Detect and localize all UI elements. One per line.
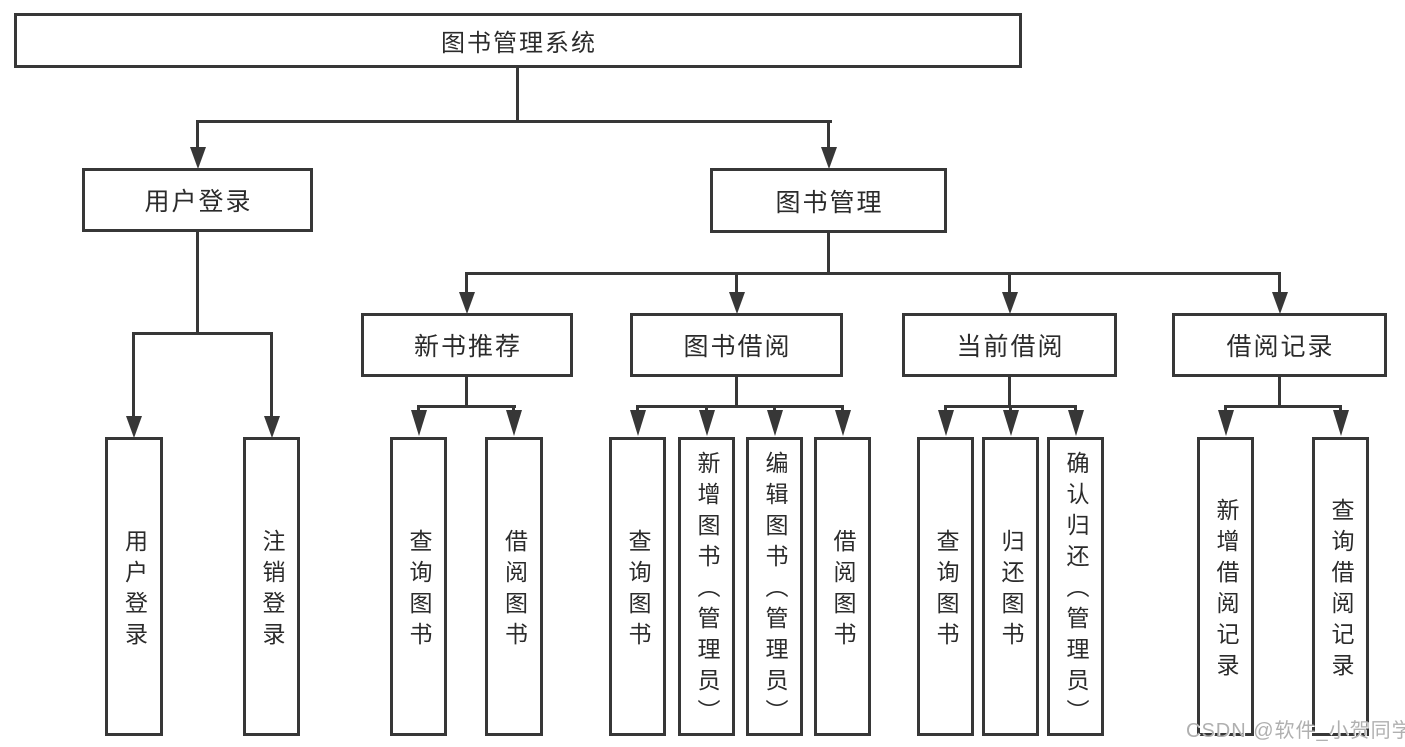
connector-line [827, 233, 830, 275]
arrowhead-down-icon [1003, 410, 1019, 436]
node-label: 图书借阅 [683, 333, 792, 361]
node-label: 查询图书 [625, 528, 651, 653]
connector-line [466, 272, 1280, 275]
node-label: 查询图书 [933, 528, 959, 653]
node-label: 图书管理 [775, 188, 884, 217]
leaf-query-books-borrowing: 查询图书 [609, 437, 666, 736]
node-label: 借阅图书 [830, 528, 856, 653]
node-label: 借阅图书 [501, 528, 528, 653]
arrowhead-down-icon [190, 147, 206, 169]
leaf-edit-book-admin: 编辑图书（管理员） [746, 437, 803, 736]
connector-line [132, 332, 273, 335]
node-label: 新书推荐 [413, 333, 522, 361]
connector-line [196, 120, 199, 150]
node-book-management: 图书管理 [710, 168, 947, 233]
leaf-logout: 注销登录 [243, 437, 300, 736]
connector-line [196, 232, 199, 334]
leaf-borrow-books-borrowing: 借阅图书 [814, 437, 871, 736]
node-label: 查询图书 [406, 528, 432, 653]
arrowhead-down-icon [821, 147, 837, 169]
node-label: 确认归还（管理员） [1063, 451, 1089, 730]
connector-line [636, 405, 844, 408]
node-book-borrowing: 图书借阅 [630, 313, 843, 377]
connector-line [1008, 272, 1011, 294]
node-label: 借阅记录 [1226, 333, 1335, 361]
node-label: 新增图书（管理员） [694, 451, 720, 730]
connector-line [465, 272, 468, 294]
arrowhead-down-icon [1272, 292, 1288, 314]
connector-line [1224, 405, 1342, 408]
leaf-confirm-return-admin: 确认归还（管理员） [1047, 437, 1104, 736]
arrowhead-down-icon [767, 410, 783, 436]
arrowhead-down-icon [264, 416, 280, 438]
arrowhead-down-icon [729, 292, 745, 314]
leaf-query-borrow-record: 查询借阅记录 [1312, 437, 1369, 736]
node-user-login: 用户登录 [82, 168, 313, 232]
leaf-add-borrow-record: 新增借阅记录 [1197, 437, 1254, 736]
connector-line [417, 405, 516, 408]
connector-line [516, 68, 519, 123]
node-current-borrowing: 当前借阅 [902, 313, 1117, 377]
connector-line [270, 332, 273, 416]
leaf-add-book-admin: 新增图书（管理员） [678, 437, 735, 736]
leaf-query-books-current: 查询图书 [917, 437, 974, 736]
leaf-user-login: 用户登录 [105, 437, 163, 736]
arrowhead-down-icon [630, 410, 646, 436]
node-label: 用户登录 [121, 528, 148, 653]
node-label: 编辑图书（管理员） [762, 451, 788, 730]
connector-line [196, 120, 832, 123]
connector-line [132, 332, 135, 416]
arrowhead-down-icon [699, 410, 715, 436]
arrowhead-down-icon [1218, 410, 1234, 436]
connector-line [735, 272, 738, 294]
node-library-management-system: 图书管理系统 [14, 13, 1022, 68]
connector-line [827, 120, 830, 150]
leaf-borrow-books-recommend: 借阅图书 [485, 437, 543, 736]
leaf-return-book: 归还图书 [982, 437, 1039, 736]
connector-line [1278, 272, 1281, 294]
node-label: 注销登录 [259, 528, 285, 653]
arrowhead-down-icon [411, 410, 427, 436]
watermark-text: CSDN @软件_小贺同学 [1186, 720, 1405, 742]
connector-line [465, 377, 468, 407]
connector-line [1278, 377, 1281, 407]
connector-line [735, 377, 738, 407]
arrowhead-down-icon [126, 416, 142, 438]
arrowhead-down-icon [938, 410, 954, 436]
node-label: 当前借阅 [956, 333, 1065, 361]
node-label: 归还图书 [998, 528, 1024, 653]
arrowhead-down-icon [1002, 292, 1018, 314]
node-label: 查询借阅记录 [1328, 497, 1354, 684]
node-new-book-recommendation: 新书推荐 [361, 313, 573, 377]
arrowhead-down-icon [1333, 410, 1349, 436]
node-borrowing-records: 借阅记录 [1172, 313, 1387, 377]
arrowhead-down-icon [506, 410, 522, 436]
node-label: 图书管理系统 [441, 30, 597, 57]
arrowhead-down-icon [1068, 410, 1084, 436]
arrowhead-down-icon [459, 292, 475, 314]
node-label: 用户登录 [144, 188, 253, 216]
node-label: 新增借阅记录 [1213, 497, 1239, 684]
connector-line [1008, 377, 1011, 407]
arrowhead-down-icon [835, 410, 851, 436]
leaf-query-books-recommend: 查询图书 [390, 437, 447, 736]
